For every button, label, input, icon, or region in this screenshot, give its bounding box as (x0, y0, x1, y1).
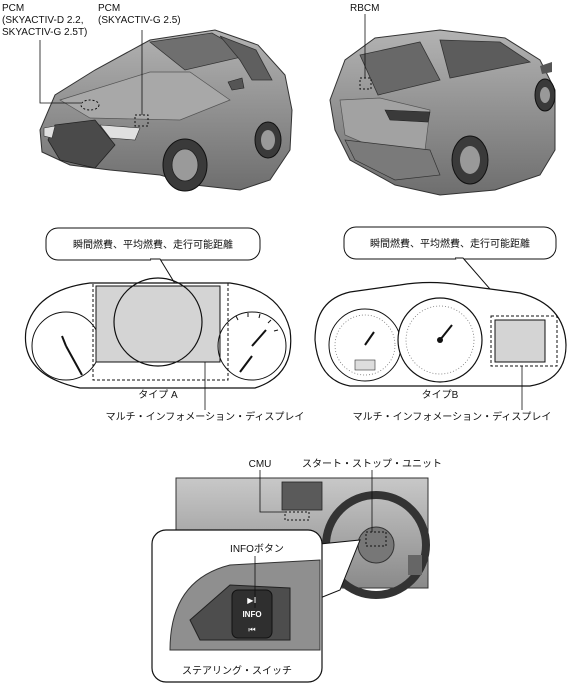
start-stop-marker (365, 531, 387, 547)
start-stop-label: スタート・ストップ・ユニット (302, 458, 442, 470)
type-b-label: タイプB (422, 389, 459, 401)
callout-b-text: 瞬間燃費、平均燃費、走行可能距離 (370, 237, 530, 250)
rbcm-marker (359, 77, 372, 90)
callout-a-text: 瞬間燃費、平均燃費、走行可能距離 (73, 238, 233, 251)
cluster-type-a: 瞬間燃費、平均燃費、走行可能距離 タイプ A マルチ・インフォメーション・ディス… (24, 227, 305, 423)
mid-b-region (490, 315, 558, 367)
mid-b-label: マルチ・インフォメーション・ディスプレイ (353, 410, 552, 423)
cmu-marker (284, 511, 310, 521)
cmu-label: CMU (249, 459, 272, 470)
rbcm-label: RBCM (350, 3, 379, 14)
pcm-marker-diesel (80, 99, 100, 111)
pcm-label-1-line2: SKYACTIV-G 2.5T) (2, 27, 87, 38)
type-a-label: タイプ A (138, 389, 178, 401)
pcm-label-1-line1: (SKYACTIV-D 2.2, (2, 15, 84, 26)
info-button-label: INFOボタン (230, 543, 284, 555)
mid-a-label: マルチ・インフォメーション・ディスプレイ (106, 410, 305, 423)
svg-text:⏮: ⏮ (248, 625, 255, 634)
steering-switch-label: ステアリング・スイッチ (182, 664, 292, 677)
cluster-type-b: 瞬間燃費、平均燃費、走行可能距離 タイプB マルチ・インフォメーション・ディスプ… (314, 226, 567, 423)
pcm-label-2: PCM (98, 3, 120, 14)
svg-text:▶‖: ▶‖ (247, 596, 256, 605)
front-car-illustration (39, 29, 293, 192)
mid-a-region (92, 282, 229, 381)
rear-car-illustration (329, 29, 556, 196)
pcm-label-1: PCM (2, 3, 24, 14)
info-key-text: INFO (242, 610, 261, 619)
pcm-label-2-line1: (SKYACTIV-G 2.5) (98, 15, 181, 26)
steering-switch-inset: ▶‖ INFO ⏮ (151, 529, 361, 683)
